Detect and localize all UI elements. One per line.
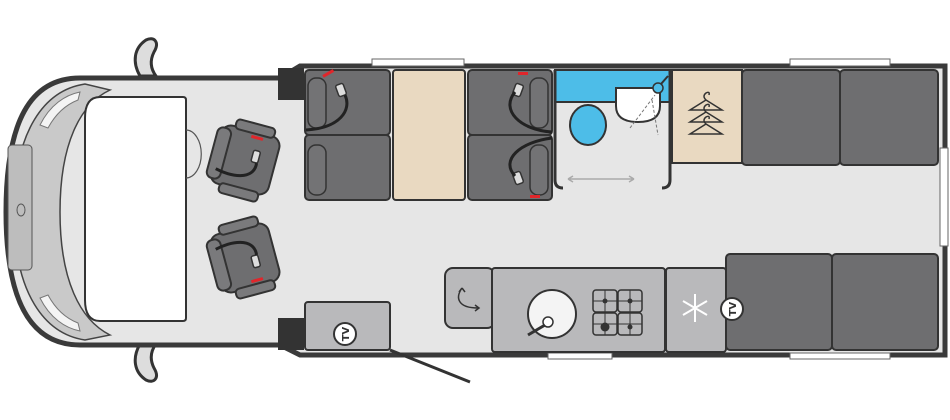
- seatbelt-marker: [530, 195, 540, 198]
- partition-top: [278, 68, 304, 100]
- tv-label-front: TV: [341, 326, 352, 341]
- rear-lounge-bottom: [725, 253, 939, 351]
- badge: [16, 203, 26, 217]
- dashboard: [84, 96, 187, 322]
- snowflake-icon: [682, 294, 708, 322]
- window: [547, 352, 613, 360]
- dinette-seat-rear: [467, 69, 553, 201]
- grille: [7, 144, 33, 271]
- swivel-arrow-icon: [457, 287, 481, 312]
- headlight-top: [39, 91, 81, 129]
- seatbelt-icon: [250, 254, 261, 269]
- washroom: [553, 69, 672, 190]
- dinette-seat-front: [304, 69, 391, 201]
- seatbelt-marker: [518, 72, 528, 75]
- wardrobe: [671, 69, 743, 164]
- window: [789, 352, 891, 360]
- washbasin-icon: [615, 87, 661, 124]
- door-icon[interactable]: [389, 348, 471, 384]
- window: [371, 58, 465, 67]
- tv-label-rear: TV: [728, 301, 739, 316]
- sink-icon: [527, 289, 577, 339]
- seatbelt-icon: [335, 82, 347, 98]
- fridge: [665, 267, 727, 353]
- toilet-icon: [569, 104, 607, 146]
- swivel-step: [444, 267, 496, 329]
- hanger-icon: [687, 91, 725, 135]
- mirror-bottom: [133, 342, 159, 383]
- mirror-top: [133, 37, 159, 78]
- window: [939, 147, 949, 247]
- tv-cabinet: TV: [304, 301, 391, 351]
- tv-icon: [333, 322, 357, 346]
- kitchen-unit: [491, 267, 666, 353]
- seatbelt-marker: [322, 69, 335, 78]
- sliding-door-arrow: [567, 175, 635, 183]
- seatbelt-icon: [250, 149, 261, 164]
- seatbelt-marker: [250, 277, 264, 284]
- dinette-table[interactable]: [392, 69, 466, 201]
- rear-lounge-top: [741, 69, 939, 166]
- steering-wheel: [185, 129, 202, 179]
- partition-bottom: [278, 318, 304, 350]
- headlight-bottom: [39, 294, 81, 332]
- seatbelt-marker: [250, 134, 264, 141]
- window: [789, 58, 891, 67]
- cab-seat-passenger: [205, 215, 281, 300]
- tv-icon: TV: [720, 297, 744, 321]
- cab-seat-driver: [205, 118, 281, 203]
